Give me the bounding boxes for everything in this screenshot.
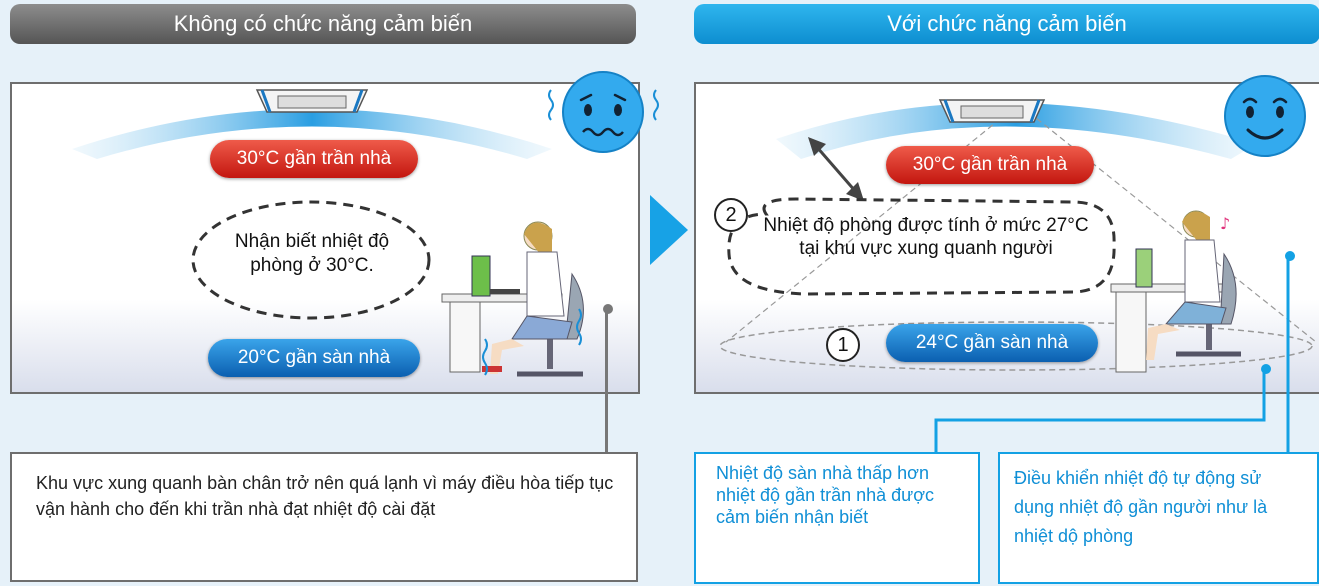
right-note-right-box: Điều khiển nhiệt độ tự động sử dụng nhiệ… xyxy=(998,452,1319,584)
left-note-text: Khu vực xung quanh bàn chân trở nên quá … xyxy=(36,473,614,519)
left-ceiling-ac-unit xyxy=(255,89,369,113)
left-floor-temp-label: 20°C gần sàn nhà xyxy=(237,347,391,368)
marker-2-label: 2 xyxy=(725,203,737,226)
left-desk-icon xyxy=(441,255,563,373)
left-scene-panel: 30°C gần trần nhà Nhận biết nhiệt độ phò… xyxy=(10,82,640,394)
left-thought-bubble xyxy=(191,200,431,320)
right-note-left-text: Nhiệt độ sàn nhà thấp hơn nhiệt độ gần t… xyxy=(716,463,935,527)
marker-1: 1 xyxy=(826,328,860,362)
left-connector-line xyxy=(605,312,608,454)
left-scene-illustration xyxy=(72,89,613,377)
right-floor-zone xyxy=(719,321,1313,371)
right-floor-temp-label: 24°C gần sàn nhà xyxy=(915,332,1069,353)
happy-face-icon xyxy=(1224,75,1306,157)
left-connector-dot xyxy=(603,304,613,314)
left-cold-lines-icon xyxy=(482,338,488,376)
music-note-icon: ♪ xyxy=(1220,214,1230,233)
right-airflow-arc xyxy=(776,102,1256,159)
right-note-left-box: Nhiệt độ sàn nhà thấp hơn nhiệt độ gần t… xyxy=(694,452,980,584)
marker-2: 2 xyxy=(714,198,748,232)
left-cold-lines-icon xyxy=(576,308,582,346)
marker-1-label: 1 xyxy=(837,333,849,356)
left-header-label: Không có chức năng cảm biến xyxy=(173,11,473,36)
left-bubble-text: Nhận biết nhiệt độ phòng ở 30°C. xyxy=(234,231,390,276)
left-ceiling-temp-pill: 30°C gần trần nhà xyxy=(210,140,418,178)
right-scene-panel: ♪ 30°C gần trần nhà Nhiệt độ phòng được … xyxy=(694,82,1319,394)
right-scene-illustration: ♪ xyxy=(719,99,1317,374)
right-connector-lines xyxy=(934,254,1290,456)
right-ceiling-ac-unit xyxy=(938,99,1046,123)
worried-face-icon xyxy=(548,71,659,153)
arrow-right-icon xyxy=(650,195,688,265)
right-bubble-text: Nhiệt độ phòng được tính ở mức 27°C tại … xyxy=(763,215,1089,259)
right-person-icon xyxy=(1146,210,1227,360)
left-person-icon xyxy=(482,221,573,374)
right-note-right-text: Điều khiển nhiệt độ tự động sử dụng nhiệ… xyxy=(1014,468,1268,546)
right-header-label: Với chức năng cảm biến xyxy=(887,11,1127,36)
left-floor-temp-pill: 20°C gần sàn nhà xyxy=(208,339,420,377)
left-ceiling-temp-label: 30°C gần trần nhà xyxy=(236,148,392,169)
right-thought-bubble xyxy=(727,197,1116,296)
left-header: Không có chức năng cảm biến xyxy=(10,4,636,44)
right-header: Với chức năng cảm biến xyxy=(694,4,1319,44)
right-sensor-cone xyxy=(725,105,1317,343)
double-arrow-icon xyxy=(808,137,864,201)
right-ceiling-temp-pill: 30°C gần trần nhà xyxy=(886,146,1094,184)
right-ceiling-temp-label: 30°C gần trần nhà xyxy=(912,154,1068,175)
right-floor-temp-pill: 24°C gần sàn nhà xyxy=(886,324,1098,362)
left-note-box: Khu vực xung quanh bàn chân trở nên quá … xyxy=(10,452,638,582)
left-airflow-arc xyxy=(72,109,552,159)
